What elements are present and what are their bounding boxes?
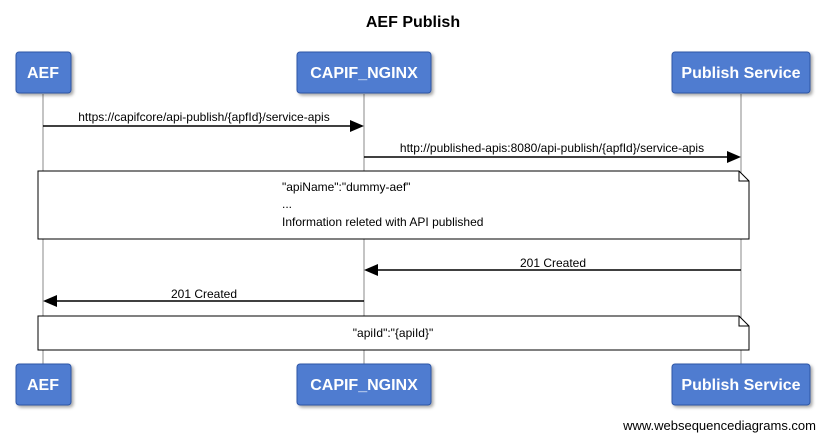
message-label: 201 Created <box>171 287 237 301</box>
note-line: "apiName":"dummy-aef" <box>282 180 410 194</box>
watermark-link[interactable]: www.websequencediagrams.com <box>622 418 816 433</box>
message-created-response-1: 201 Created <box>364 256 741 276</box>
message-label: 201 Created <box>520 256 586 270</box>
actor-aef-bottom: AEF <box>15 363 72 406</box>
actor-publish-service-top: Publish Service <box>671 51 811 94</box>
note-line: Information releted with API published <box>282 215 483 229</box>
message-label: https://capifcore/api-publish/{apfId}/se… <box>78 110 329 124</box>
actor-capif-nginx-bottom: CAPIF_NGINX <box>296 363 432 406</box>
message-created-response-2: 201 Created <box>43 287 364 307</box>
actor-label: AEF <box>27 377 59 394</box>
message-label: http://published-apis:8080/api-publish/{… <box>400 141 704 155</box>
note-api-info: "apiName":"dummy-aef" ... Information re… <box>37 170 750 240</box>
diagram-title: AEF Publish <box>366 14 460 31</box>
message-forward-request: http://published-apis:8080/api-publish/{… <box>364 141 741 163</box>
arrow-head-icon <box>43 295 57 307</box>
actor-aef-top: AEF <box>15 51 72 94</box>
arrow-head-icon <box>727 151 741 163</box>
message-publish-request: https://capifcore/api-publish/{apfId}/se… <box>43 110 364 132</box>
note-api-id: "apiId":"{apiId}" <box>37 315 750 351</box>
note-line: "apiId":"{apiId}" <box>353 326 433 340</box>
arrow-head-icon <box>350 120 364 132</box>
note-line: ... <box>282 197 292 211</box>
actor-capif-nginx-top: CAPIF_NGINX <box>296 51 432 94</box>
actor-label: Publish Service <box>681 377 800 394</box>
actor-publish-service-bottom: Publish Service <box>671 363 811 406</box>
actor-label: Publish Service <box>681 65 800 82</box>
actor-label: CAPIF_NGINX <box>310 377 418 394</box>
actor-label: AEF <box>27 65 59 82</box>
actor-label: CAPIF_NGINX <box>310 65 418 82</box>
arrow-head-icon <box>364 264 378 276</box>
